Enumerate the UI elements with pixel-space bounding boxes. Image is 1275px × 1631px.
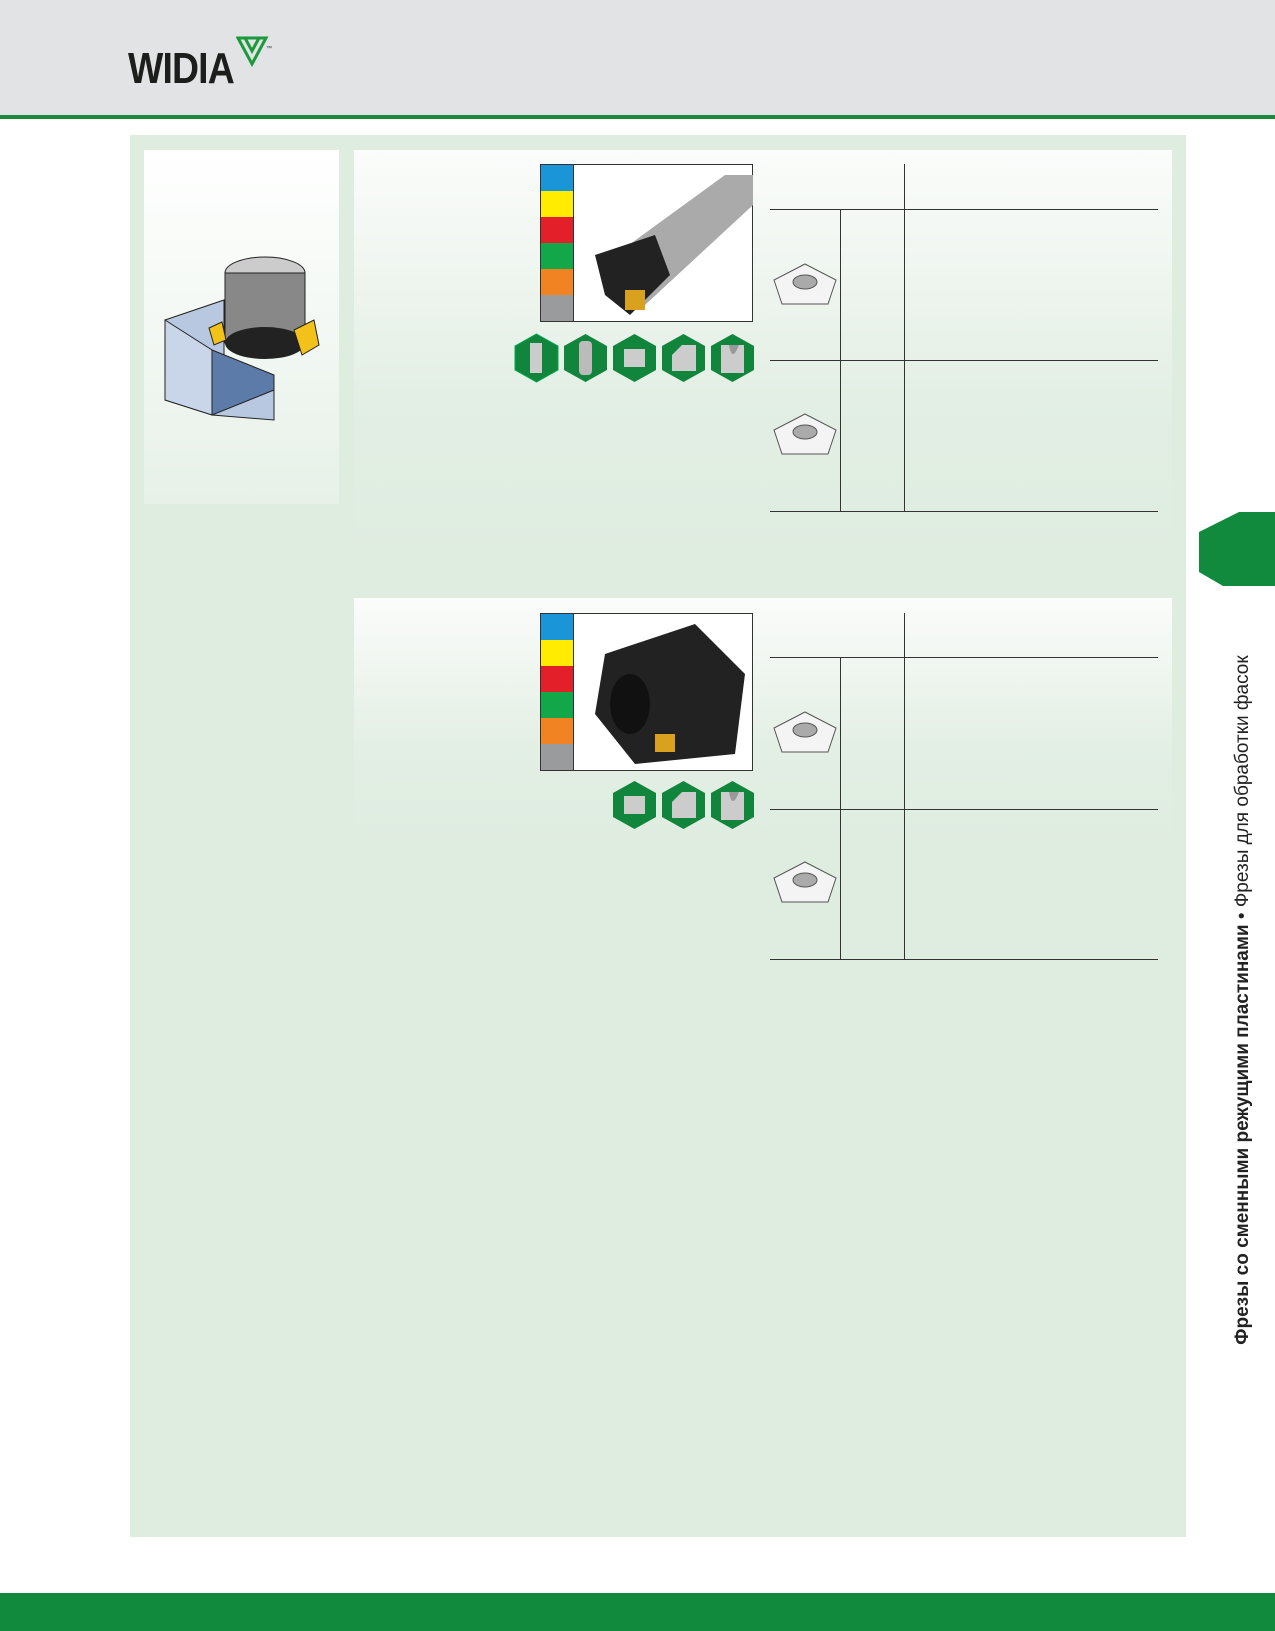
shell-mill-icon	[613, 781, 656, 829]
widia-logo-mark-icon: ™	[236, 36, 272, 68]
product-section-1	[354, 150, 1172, 562]
shell-mill-photo	[595, 624, 745, 764]
side-section-title: Фрезы со сменными режущими пластинами • …	[1232, 655, 1254, 1344]
chamfer-icon	[662, 334, 705, 382]
application-icons-2	[611, 780, 756, 830]
bullet: •	[1232, 912, 1253, 920]
application-icons-1	[513, 333, 756, 383]
section-tab	[1199, 512, 1275, 586]
side-title-bold: Фрезы со сменными режущими пластинами	[1232, 924, 1253, 1345]
product-photo-1	[540, 164, 753, 322]
widia-logo: WIDIA	[128, 44, 235, 93]
insert-icon	[773, 263, 837, 305]
chamfer-icon	[662, 781, 705, 829]
insert-icon	[773, 711, 837, 753]
page-header: WIDIA ™	[0, 0, 1275, 119]
shank-endmill-icon	[514, 333, 559, 383]
groove-icon	[711, 781, 754, 829]
insert-icon	[773, 413, 837, 455]
insert-icon	[773, 861, 837, 903]
chamfer-milling-illustration	[164, 256, 320, 421]
cylindrical-shank-icon	[564, 334, 607, 382]
shell-mill-icon	[613, 334, 656, 382]
product-photo-2	[540, 613, 753, 771]
groove-icon	[711, 334, 754, 382]
svg-text:™: ™	[266, 45, 272, 52]
chamfer-illustration-box	[144, 150, 339, 504]
endmill-photo	[595, 175, 753, 315]
material-color-bar	[541, 165, 574, 321]
material-color-bar	[541, 614, 574, 770]
side-title-regular: Фрезы для обработки фасок	[1232, 655, 1253, 908]
page-footer	[0, 1593, 1275, 1631]
product-section-2	[354, 598, 1172, 848]
